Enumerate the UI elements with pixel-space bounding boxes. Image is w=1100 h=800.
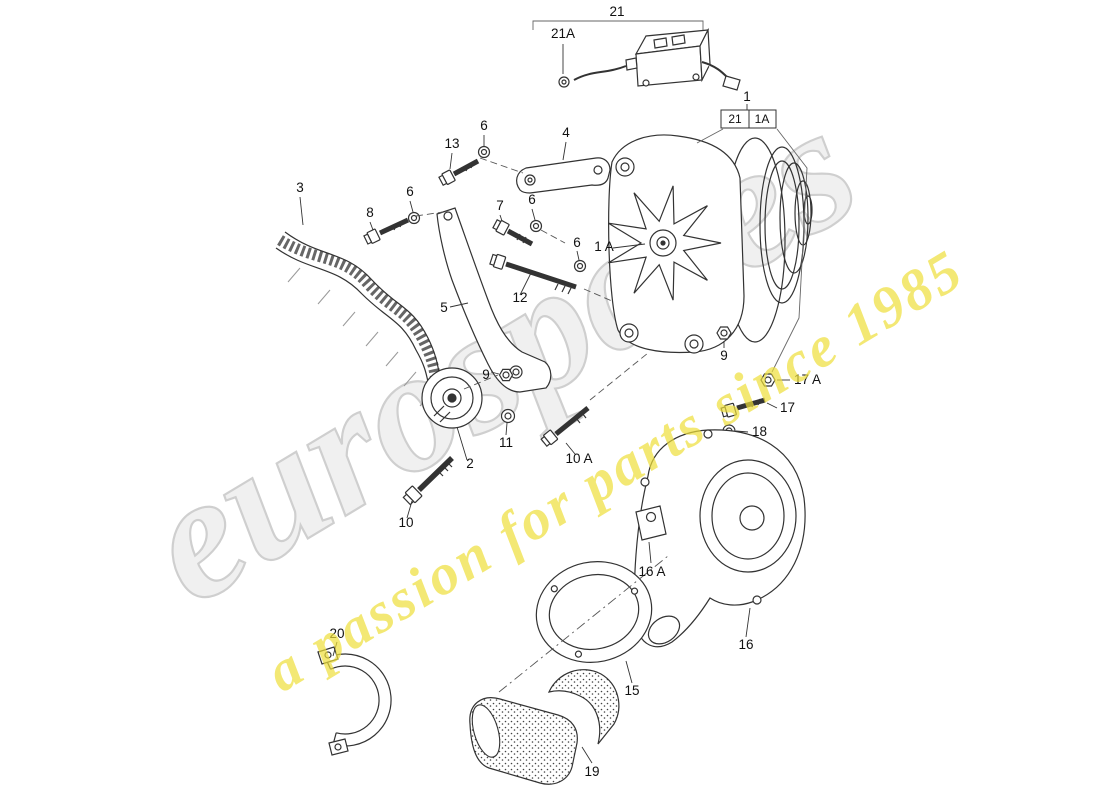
washer-6b	[407, 211, 421, 225]
nut-9b	[716, 326, 732, 340]
part-label-6-4[interactable]: 6	[573, 235, 581, 250]
part-label-1[interactable]: 1	[743, 89, 751, 104]
part-label-6-3[interactable]: 6	[528, 192, 536, 207]
part-label-6-1[interactable]: 6	[480, 118, 488, 133]
washer-6d	[573, 259, 587, 273]
part-label-9-1[interactable]: 9	[482, 367, 490, 382]
part-label-16a[interactable]: 16 A	[638, 564, 665, 579]
part-ref-box[interactable]: 21 1A	[720, 109, 777, 129]
part-3-timing-chain	[275, 231, 442, 407]
part-label-18[interactable]: 18	[752, 424, 767, 439]
bolt-10a	[540, 406, 590, 448]
part-label-15[interactable]: 15	[624, 683, 639, 698]
fan-hub	[649, 229, 677, 257]
part-label-17a[interactable]: 17 A	[794, 372, 821, 387]
ref-box-left[interactable]: 21	[728, 112, 742, 126]
part-2-pulley	[421, 367, 483, 429]
part-1-alternator	[608, 134, 813, 354]
part-label-7[interactable]: 7	[496, 198, 504, 213]
bolt-17	[720, 397, 766, 418]
nut-9a	[498, 368, 514, 382]
part-label-20[interactable]: 20	[329, 626, 344, 641]
part-label-9-2[interactable]: 9	[720, 348, 728, 363]
part-label-2[interactable]: 2	[466, 456, 474, 471]
part-label-3[interactable]: 3	[296, 180, 304, 195]
bracket-21	[532, 20, 704, 30]
washer-11	[500, 408, 516, 424]
bolt-7	[492, 218, 534, 247]
part-16a-retainer-clip	[635, 505, 667, 541]
part-label-1a[interactable]: 1 A	[594, 239, 614, 254]
bolt-13	[438, 158, 480, 187]
part-label-12[interactable]: 12	[512, 290, 527, 305]
part-label-5[interactable]: 5	[440, 300, 448, 315]
part-label-19[interactable]: 19	[584, 764, 599, 779]
part-label-21a[interactable]: 21A	[551, 26, 575, 41]
part-label-17[interactable]: 17	[780, 400, 795, 415]
bolt-12	[489, 253, 577, 295]
part-4-adjusting-bracket	[516, 157, 611, 194]
part-label-10a[interactable]: 10 A	[565, 451, 592, 466]
construction-lines	[415, 128, 808, 693]
part-20-clamp	[317, 646, 392, 756]
part-19-foam-sleeve-b	[547, 669, 620, 745]
ref-box-right[interactable]: 1A	[755, 112, 770, 126]
part-label-13[interactable]: 13	[444, 136, 459, 151]
bolt-10	[402, 456, 454, 506]
part-19-foam-sleeve-a	[469, 697, 578, 785]
washer-6c	[529, 219, 543, 233]
part-15-sealing-ring	[535, 561, 653, 663]
washer-6a	[477, 145, 491, 159]
nut-17a	[760, 373, 776, 387]
part-label-16[interactable]: 16	[738, 637, 753, 652]
leader-lines	[299, 44, 790, 764]
part-16-air-guide-housing	[633, 429, 806, 648]
part-21-voltage-regulator	[558, 27, 741, 91]
part-label-4[interactable]: 4	[562, 125, 570, 140]
bolt-8	[363, 217, 410, 245]
part-label-11[interactable]: 11	[499, 435, 513, 450]
part-label-8[interactable]: 8	[366, 205, 374, 220]
part-label-21[interactable]: 21	[609, 4, 624, 19]
part-label-6-2[interactable]: 6	[406, 184, 414, 199]
part-label-10[interactable]: 10	[398, 515, 413, 530]
